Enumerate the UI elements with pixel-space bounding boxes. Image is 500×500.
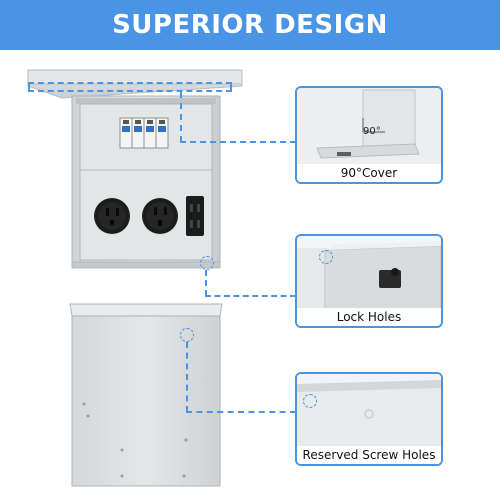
outlet-box-front-image [27, 69, 243, 269]
screw-detail-ring [303, 394, 317, 408]
cover-angle-label: 90° [363, 126, 381, 137]
title-banner: SUPERIOR DESIGN [0, 0, 500, 50]
cover-connector-v [180, 92, 182, 142]
screw-detail-image [297, 374, 441, 448]
breaker-group [119, 117, 169, 149]
screw-caption: Reserved Screw Holes [297, 446, 441, 464]
lock-connector-v [205, 270, 207, 296]
lock-connector-h [205, 295, 296, 297]
lock-detail-ring [319, 250, 333, 264]
cover-detail-image [297, 88, 441, 166]
screw-connector-v [186, 342, 188, 412]
cover-caption: 90°Cover [297, 164, 441, 182]
cover-connector-h2 [180, 141, 296, 143]
lock-detail-image [297, 236, 441, 310]
outlet-box-closed-image [69, 303, 223, 487]
cover-highlight-box [28, 82, 232, 92]
lock-hole-marker [200, 256, 214, 270]
banner-title: SUPERIOR DESIGN [112, 10, 388, 40]
lock-caption: Lock Holes [297, 308, 441, 326]
lock-detail-panel: Lock Holes [295, 234, 443, 328]
cover-detail-panel: 90° 90°Cover [295, 86, 443, 184]
screw-hole-marker [180, 328, 194, 342]
screw-detail-panel: Reserved Screw Holes [295, 372, 443, 466]
screw-connector-h [186, 411, 296, 413]
